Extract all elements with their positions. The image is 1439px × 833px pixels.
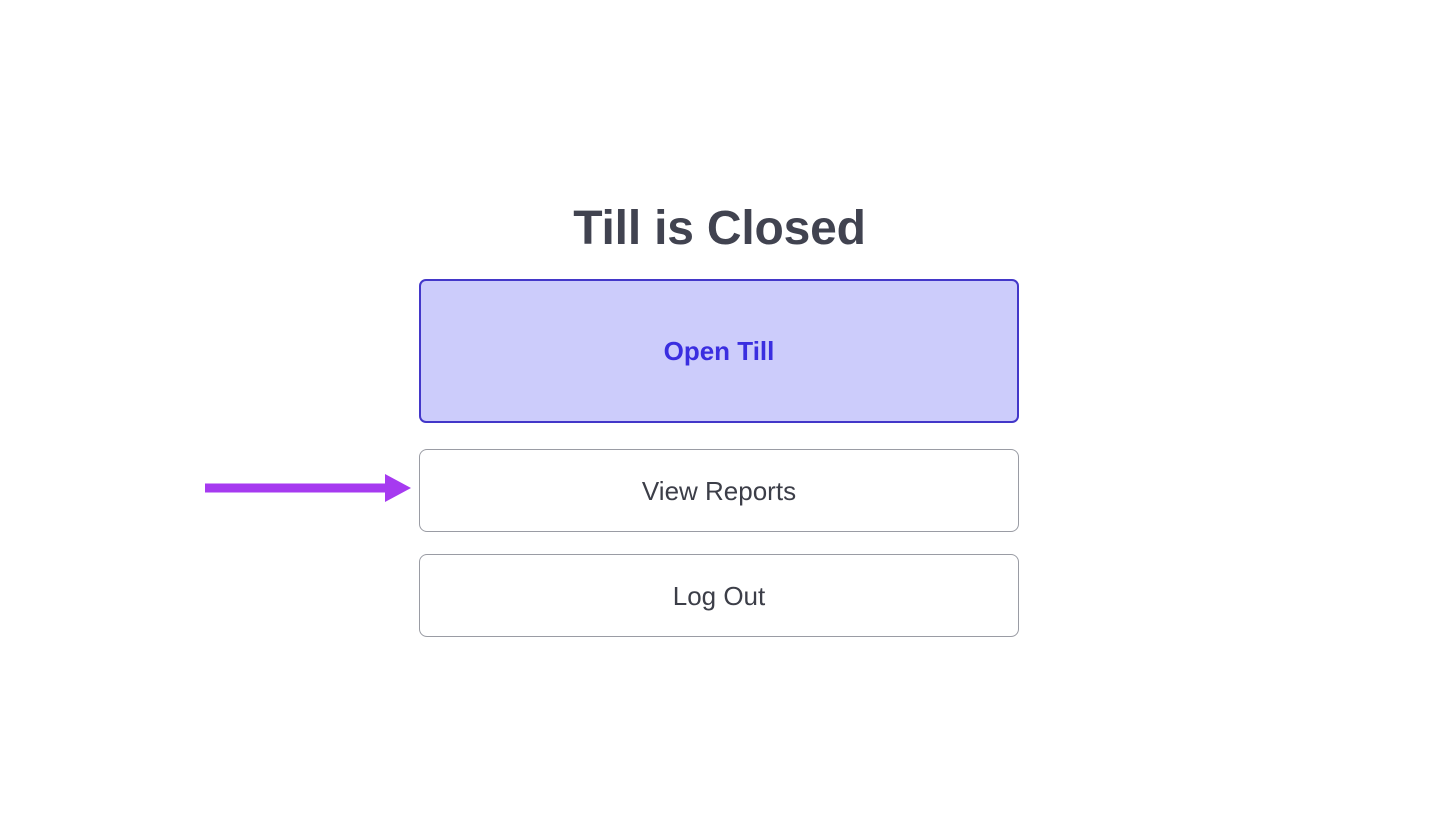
annotation-arrow-icon [205,474,411,502]
log-out-button[interactable]: Log Out [419,554,1019,637]
action-button-stack: Open Till View Reports Log Out [419,279,1019,637]
spacer [419,532,1019,554]
spacer [419,423,1019,449]
view-reports-button[interactable]: View Reports [419,449,1019,532]
page-title: Till is Closed [573,202,866,255]
open-till-button[interactable]: Open Till [419,279,1019,423]
